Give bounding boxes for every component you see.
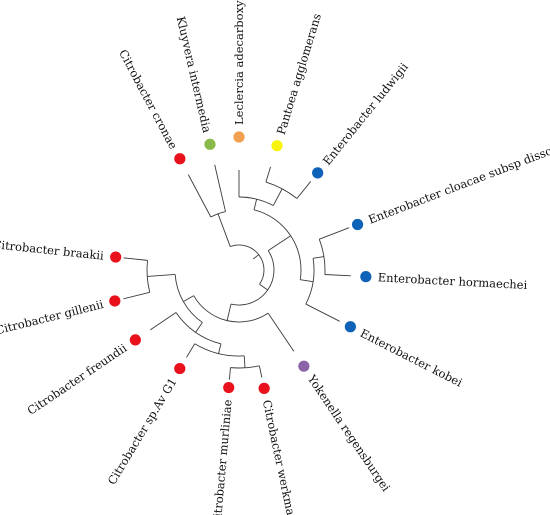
taxon-label: Yokenella regensburgei — [304, 371, 393, 494]
branch-segment — [214, 164, 226, 212]
taxon-label: Enterobacter kobei — [358, 326, 465, 390]
root-stem — [252, 254, 260, 260]
taxon-marker — [174, 362, 186, 375]
branch-segment — [147, 274, 176, 277]
branch-segment — [218, 343, 222, 354]
branch-segment — [272, 188, 283, 206]
taxon-marker — [312, 167, 324, 179]
branch-segment — [123, 257, 148, 261]
branch-segment — [150, 312, 177, 331]
branch-segment — [267, 235, 291, 252]
branch-segment — [243, 355, 246, 368]
branch-segment — [296, 181, 312, 199]
taxon-label: Citrobacter werkmanii — [260, 399, 301, 515]
taxon-marker — [129, 334, 141, 346]
branch-arc — [230, 244, 265, 285]
taxon-label: Enterobacter cloacae subsp dissolvens — [366, 133, 550, 227]
branch-segment — [267, 312, 295, 352]
taxon-marker — [360, 271, 372, 283]
branch-segment — [258, 365, 263, 378]
taxon-marker — [233, 131, 245, 143]
taxon-marker — [298, 360, 310, 372]
branch-segment — [324, 274, 351, 277]
branch-segment — [228, 367, 231, 380]
taxon-marker — [204, 138, 216, 150]
branch-segment — [253, 199, 258, 210]
taxon-label: Citrobacter sp.Av G1 — [105, 375, 180, 487]
branch-segment — [186, 343, 196, 358]
taxon-marker — [271, 140, 283, 152]
branch-segment — [195, 322, 203, 333]
branch-arc — [210, 211, 226, 218]
branch-segment — [319, 227, 350, 240]
branch-segment — [259, 283, 268, 291]
taxon-marker — [258, 382, 270, 394]
taxon-label: Citrobacter gillenii — [0, 297, 105, 337]
branch-segment — [300, 279, 314, 283]
taxon-label: Citrobacter cronae — [116, 47, 180, 151]
taxon-marker — [351, 218, 364, 231]
branch-segment — [187, 174, 212, 218]
taxon-label: Citrobacter freundii — [25, 341, 130, 418]
branch-arc — [238, 196, 274, 206]
taxon-marker — [223, 381, 235, 394]
taxon-label: Leclercia adecarboxylata — [232, 0, 246, 125]
branch-segment — [123, 291, 150, 300]
branch-segment — [305, 303, 340, 322]
branch-arc — [230, 250, 275, 306]
taxon-label: Pantoea agglomerans — [274, 12, 324, 137]
taxon-marker — [109, 295, 121, 307]
taxon-marker — [344, 321, 356, 333]
branch-segment — [183, 295, 194, 302]
branch-segment — [226, 303, 232, 321]
branch-segment — [313, 256, 325, 259]
taxon-label: Citrobacter murliniae — [210, 399, 235, 515]
tree-branches — [123, 164, 351, 380]
taxon-marker — [174, 153, 186, 165]
taxon-label: Citrobacter braakii — [0, 237, 105, 263]
branch-segment — [217, 213, 231, 247]
taxon-label: Kluyvera intermedia — [174, 15, 214, 134]
taxon-label: Enterobacter ludwigii — [320, 60, 411, 168]
branch-segment — [265, 166, 272, 183]
taxon-label: Enterobacter hormaechei — [377, 270, 527, 292]
taxon-marker — [110, 251, 122, 263]
